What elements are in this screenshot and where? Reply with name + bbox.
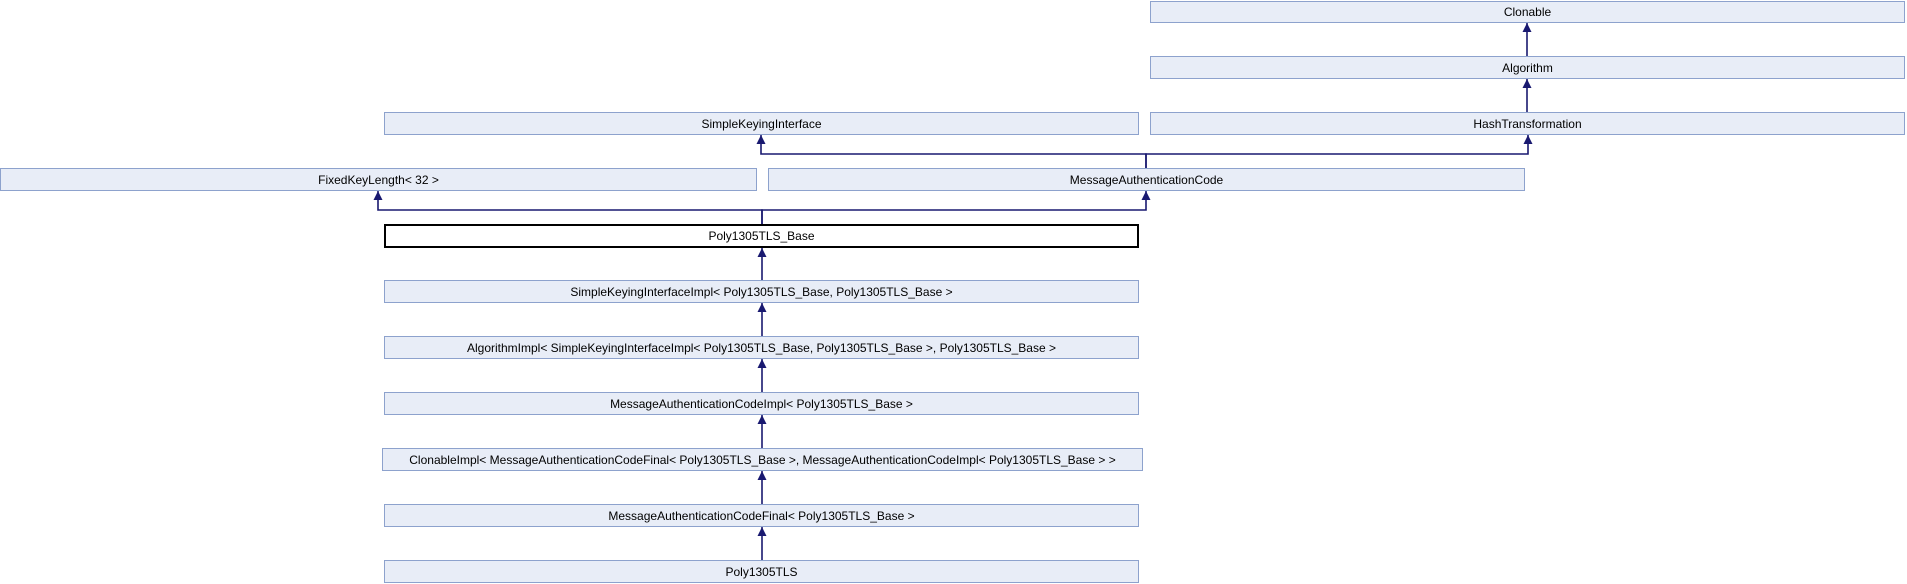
edge-base-to-mac: [761, 191, 1151, 224]
class-node-label: MessageAuthenticationCodeImpl< Poly1305T…: [610, 396, 913, 411]
class-node-label: Poly1305TLS_Base: [708, 229, 815, 243]
class-node-label: MessageAuthenticationCodeFinal< Poly1305…: [608, 508, 915, 523]
class-node-clonable[interactable]: Clonable: [1150, 1, 1905, 23]
class-node-label: MessageAuthenticationCode: [1069, 172, 1224, 187]
class-node-simple-keying-interface[interactable]: SimpleKeyingInterface: [384, 112, 1139, 135]
class-node-label: SimpleKeyingInterface: [701, 116, 822, 131]
class-node-algorithm[interactable]: Algorithm: [1150, 56, 1905, 79]
class-node-label: Algorithm: [1502, 60, 1553, 75]
class-node-algorithm-impl[interactable]: AlgorithmImpl< SimpleKeyingInterfaceImpl…: [384, 336, 1139, 359]
class-node-label: HashTransformation: [1473, 116, 1582, 131]
class-node-poly1305tls-base: Poly1305TLS_Base: [384, 224, 1139, 248]
class-node-label: ClonableImpl< MessageAuthenticationCodeF…: [409, 452, 1116, 467]
edge-mac-to-hashtransformation: [1145, 135, 1533, 168]
class-node-message-authentication-code[interactable]: MessageAuthenticationCode: [768, 168, 1525, 191]
class-node-simple-keying-interface-impl[interactable]: SimpleKeyingInterfaceImpl< Poly1305TLS_B…: [384, 280, 1139, 303]
class-node-label: Poly1305TLS: [725, 564, 798, 579]
class-node-message-authentication-code-final[interactable]: MessageAuthenticationCodeFinal< Poly1305…: [384, 504, 1139, 527]
class-node-label: AlgorithmImpl< SimpleKeyingInterfaceImpl…: [466, 340, 1056, 355]
class-node-fixed-key-length[interactable]: FixedKeyLength< 32 >: [0, 168, 757, 191]
class-node-label: Clonable: [1503, 5, 1552, 19]
class-node-clonable-impl[interactable]: ClonableImpl< MessageAuthenticationCodeF…: [382, 448, 1143, 471]
class-node-label: SimpleKeyingInterfaceImpl< Poly1305TLS_B…: [570, 284, 953, 299]
class-node-message-authentication-code-impl[interactable]: MessageAuthenticationCodeImpl< Poly1305T…: [384, 392, 1139, 415]
class-node-label: FixedKeyLength< 32 >: [318, 172, 439, 187]
class-node-poly1305tls[interactable]: Poly1305TLS: [384, 560, 1139, 583]
edge-mac-to-simplekeyinginterface: [756, 135, 1147, 168]
edge-base-to-fixedkeylength: [373, 191, 763, 224]
class-node-hash-transformation[interactable]: HashTransformation: [1150, 112, 1905, 135]
